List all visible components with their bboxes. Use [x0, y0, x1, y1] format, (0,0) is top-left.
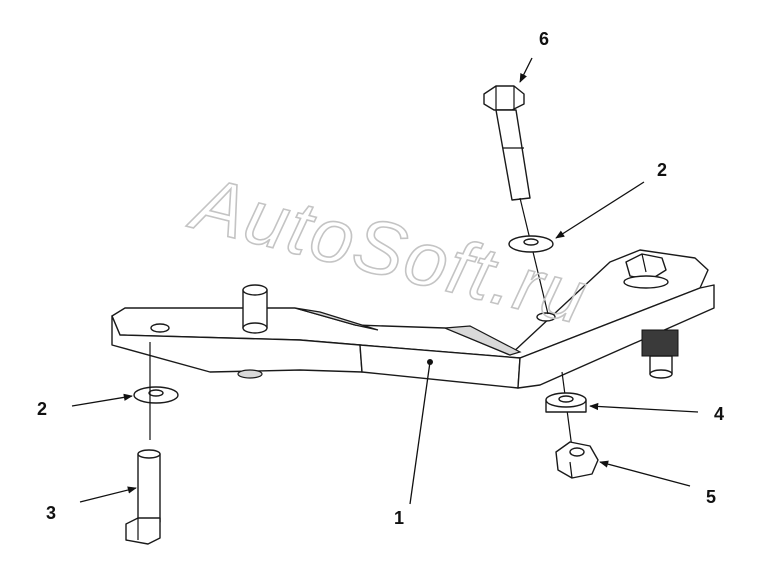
- leader-6: [519, 57, 533, 83]
- bracket-bevel: [294, 307, 379, 331]
- bracket-under-nub: [237, 369, 263, 379]
- leader-1: [409, 361, 431, 505]
- leader-2-top: [555, 181, 645, 239]
- callout-1: 1: [394, 508, 404, 528]
- callout-3: 3: [46, 503, 56, 523]
- leader-3: [79, 486, 137, 503]
- bracket-right-hole: [536, 312, 556, 322]
- bracket-bevel-right: [444, 325, 522, 356]
- axis-line-bolt6: [519, 197, 549, 315]
- leader-5: [599, 460, 691, 487]
- bracket-left-hole: [150, 323, 170, 333]
- washer-part-4: [545, 392, 587, 413]
- leader-2-left: [71, 393, 133, 407]
- callout-4: 4: [714, 404, 724, 424]
- bolt-part-6: [483, 85, 531, 201]
- callout-2-left: 2: [37, 399, 47, 419]
- nut-part-5: [555, 441, 599, 479]
- underside-nut-stack: [641, 329, 679, 379]
- mounted-bolt-head: [623, 253, 669, 289]
- bracket-right-wing-face: [517, 284, 715, 389]
- callout-5: 5: [706, 487, 716, 507]
- washer-part-2-left: [133, 386, 179, 404]
- leader-4: [589, 402, 699, 413]
- bracket-part: [111, 249, 715, 389]
- pin-part-3: [125, 449, 161, 545]
- washer-part-2-top: [508, 235, 554, 253]
- leader-1-dot: [427, 359, 433, 365]
- callout-6: 6: [539, 29, 549, 49]
- callout-2-top: 2: [657, 160, 667, 180]
- bracket-stud-top: [242, 284, 268, 296]
- bracket-stud-base: [242, 322, 268, 334]
